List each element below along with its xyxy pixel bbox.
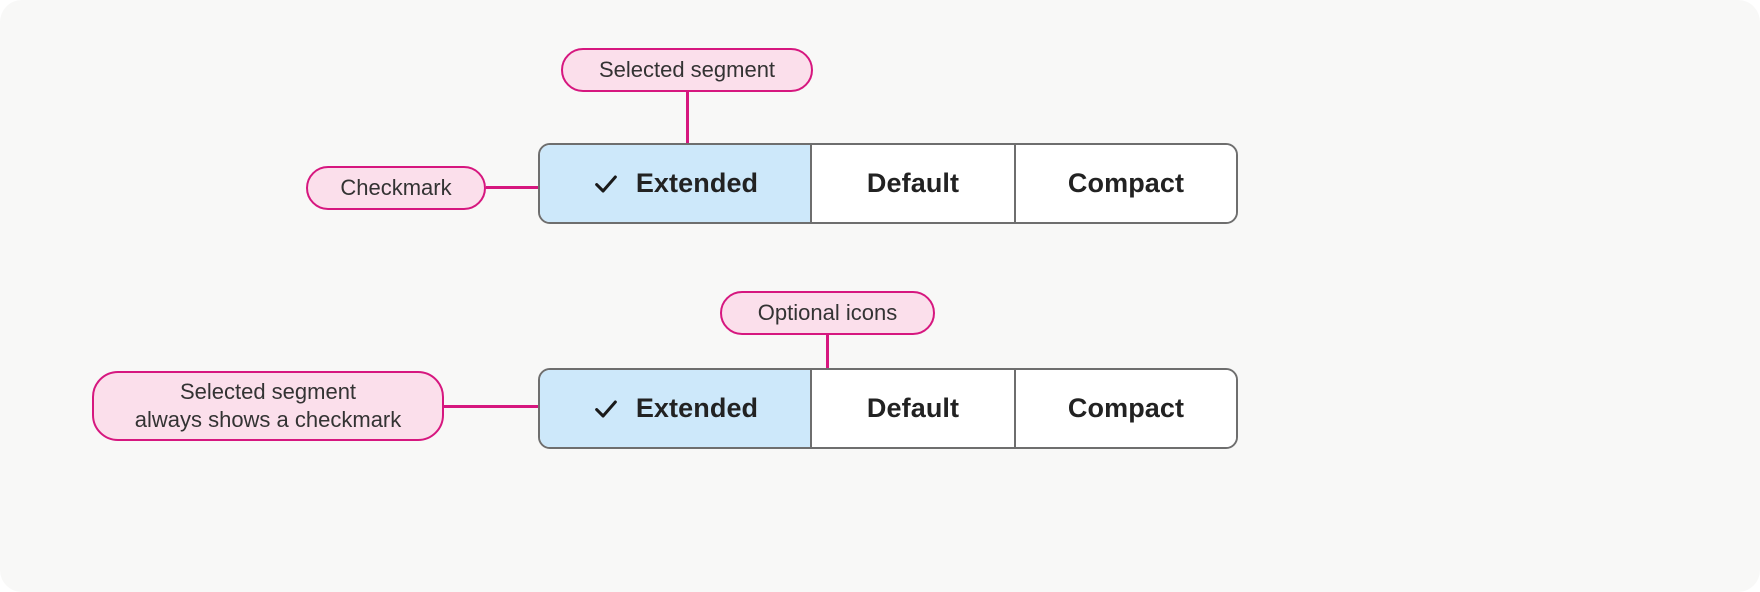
annotation-pill-selected-segment-bottom: Selected segment always shows a checkmar… bbox=[92, 371, 444, 441]
annotation-label: Optional icons bbox=[757, 299, 898, 325]
segmented-control-row-2[interactable]: Extended Default Compact bbox=[538, 368, 1238, 449]
segment-label: Default bbox=[866, 393, 960, 423]
segment-label: Compact bbox=[1067, 393, 1185, 423]
connector-line-selected-segment-top bbox=[686, 92, 689, 144]
annotation-label: Checkmark bbox=[340, 174, 452, 200]
segment-default[interactable]: Default bbox=[812, 145, 1016, 222]
annotation-label-line-1: Selected segment bbox=[179, 378, 357, 404]
segment-label: Extended bbox=[635, 168, 759, 198]
segment-extended[interactable]: Extended bbox=[540, 370, 812, 447]
segment-label: Compact bbox=[1067, 168, 1185, 198]
connector-line-checkmark bbox=[486, 186, 542, 189]
checkmark-icon bbox=[594, 174, 617, 193]
segmented-control-row-1[interactable]: Extended Default Compact bbox=[538, 143, 1238, 224]
segment-extended[interactable]: Extended bbox=[540, 145, 812, 222]
annotation-pill-selected-segment-top: Selected segment bbox=[561, 48, 813, 92]
connector-line-optional-icons bbox=[826, 335, 829, 383]
annotation-pill-optional-icons: Optional icons bbox=[720, 291, 935, 335]
segment-label: Extended bbox=[635, 393, 759, 423]
annotation-label-block: Selected segment always shows a checkmar… bbox=[135, 378, 402, 434]
segment-default[interactable]: Default bbox=[812, 370, 1016, 447]
segment-compact[interactable]: Compact bbox=[1016, 145, 1236, 222]
segment-compact[interactable]: Compact bbox=[1016, 370, 1236, 447]
annotation-label-line-2: always shows a checkmark bbox=[134, 407, 402, 432]
checkmark-icon bbox=[594, 399, 617, 418]
segment-label: Default bbox=[866, 168, 960, 198]
annotation-pill-checkmark: Checkmark bbox=[306, 166, 486, 210]
annotation-label: Selected segment bbox=[598, 56, 776, 82]
connector-line-selected-segment-bottom bbox=[444, 405, 540, 408]
